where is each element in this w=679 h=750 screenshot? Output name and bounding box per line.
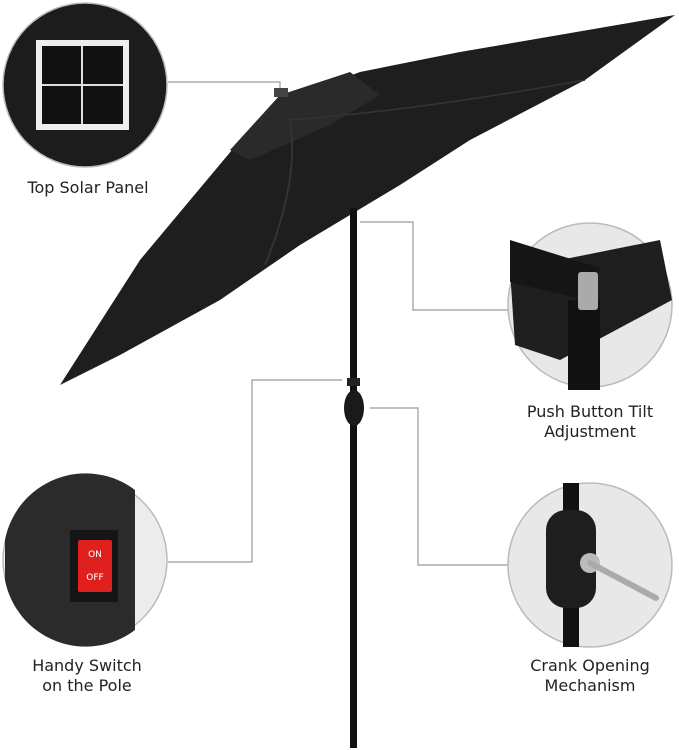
switch-housing — [347, 378, 360, 386]
solar-panel-closeup — [2, 2, 168, 168]
tilt-button-closeup — [507, 222, 673, 390]
tilt-label-line1: Push Button Tilt — [526, 402, 654, 421]
umbrella-pole — [350, 208, 357, 748]
solar-panel-small — [274, 88, 288, 97]
crank-label-line1: Crank Opening — [530, 656, 650, 675]
crank-label: Crank Opening Mechanism — [490, 656, 679, 696]
switch-label-line1: Handy Switch — [32, 656, 142, 675]
switch-label: Handy Switch on the Pole — [0, 656, 187, 696]
tilt-label: Push Button Tilt Adjustment — [490, 402, 679, 442]
crank-label-line2: Mechanism — [544, 676, 636, 695]
on-off-switch — [78, 540, 112, 592]
solar-panel-label: Top Solar Panel — [27, 178, 149, 197]
tilt-label-line2: Adjustment — [544, 422, 636, 441]
switch-on-text: ON — [88, 550, 102, 560]
switch-label-line2: on the Pole — [42, 676, 132, 695]
crank-housing — [344, 390, 364, 426]
umbrella-canopy — [60, 15, 675, 385]
switch-off-text: OFF — [86, 573, 103, 583]
switch-closeup: ON OFF — [2, 473, 168, 647]
crank-closeup — [507, 482, 673, 648]
